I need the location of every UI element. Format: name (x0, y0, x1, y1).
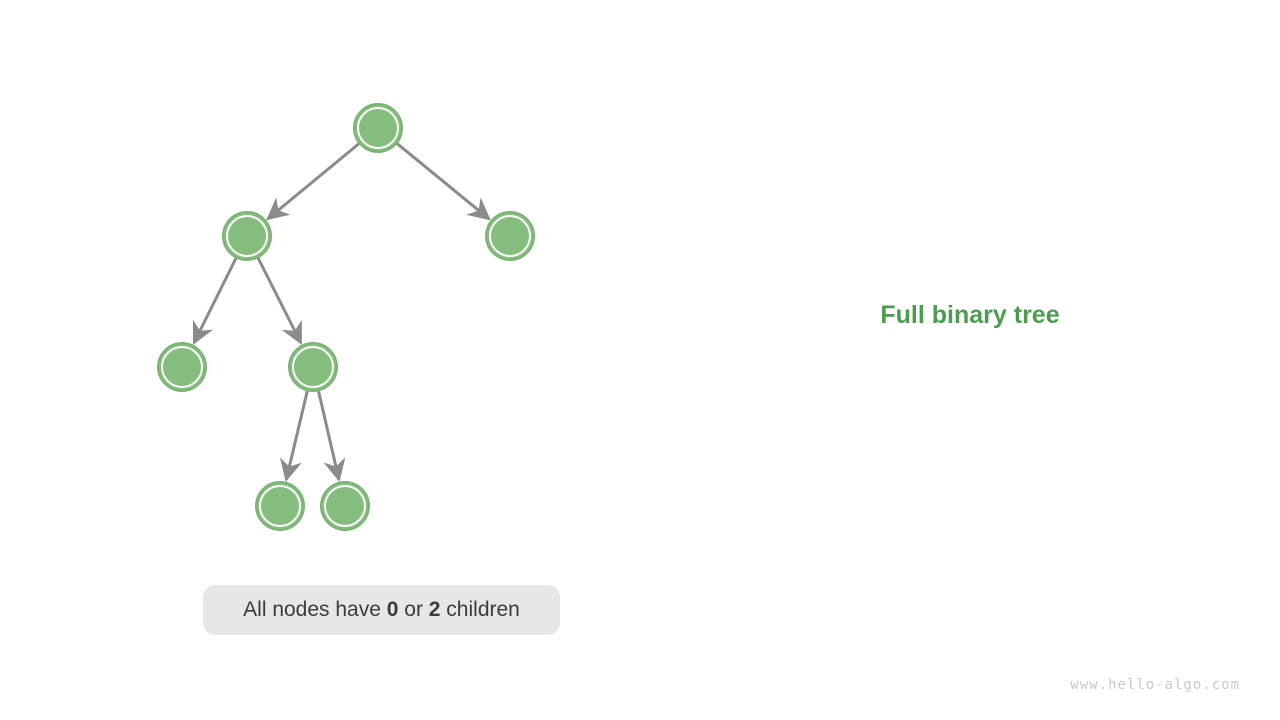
tree-node (157, 342, 207, 392)
tree-node (222, 211, 272, 261)
tree-edge (192, 257, 238, 345)
tree-edges (192, 142, 491, 482)
tree-edge (279, 390, 309, 482)
caption-segment: 0 (386, 598, 399, 621)
tree-edge (266, 142, 360, 221)
tree-nodes (157, 103, 535, 531)
caption-segment: or (398, 598, 429, 621)
caption-segment: All nodes have (243, 598, 387, 621)
watermark-text: www.hello-algo.com (1070, 677, 1240, 693)
tree-edge (256, 257, 303, 345)
tree-node (353, 103, 403, 153)
caption-segment: 2 (428, 598, 441, 621)
tree-edge (317, 391, 346, 482)
caption-box: All nodes have 0 or 2 children (203, 585, 560, 635)
tree-node (485, 211, 535, 261)
tree-node (255, 481, 305, 531)
caption-segment: children (440, 598, 520, 621)
diagram-title: Full binary tree (880, 301, 1060, 329)
tree-node (320, 481, 370, 531)
tree-edge (396, 142, 491, 221)
tree-node (288, 342, 338, 392)
